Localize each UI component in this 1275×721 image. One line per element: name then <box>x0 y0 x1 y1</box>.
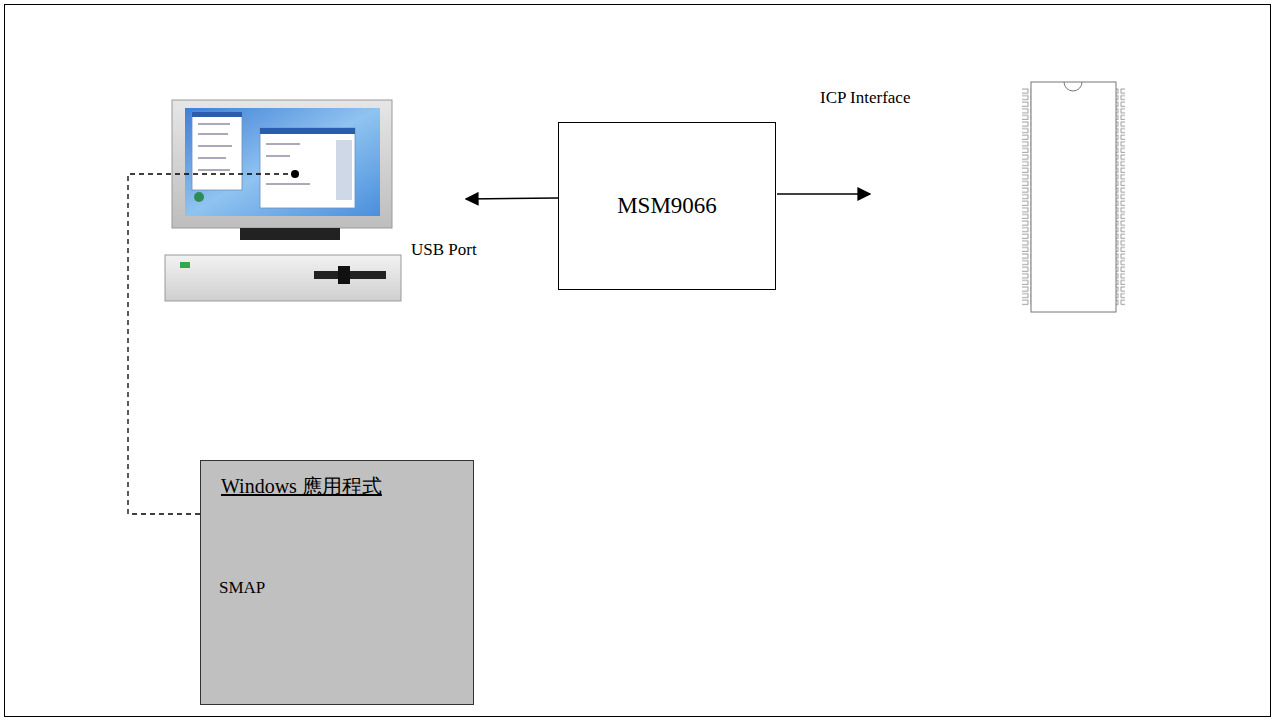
page-frame <box>5 5 1271 717</box>
node-title: MSM9066 <box>617 193 717 219</box>
usb-arrow <box>466 198 558 199</box>
programmer-box: MSM9066 <box>558 122 776 290</box>
computer-illustration <box>165 100 401 301</box>
ic-chip <box>1022 82 1125 312</box>
application-box: Windows 應用程式 SMAP <box>200 460 474 705</box>
node-body: SMAP <box>219 578 473 598</box>
node-title: Windows 應用程式 <box>221 473 473 500</box>
port-label: USB Port <box>411 240 477 260</box>
interface-label: ICP Interface <box>820 88 910 108</box>
icp-arrow <box>777 193 870 195</box>
